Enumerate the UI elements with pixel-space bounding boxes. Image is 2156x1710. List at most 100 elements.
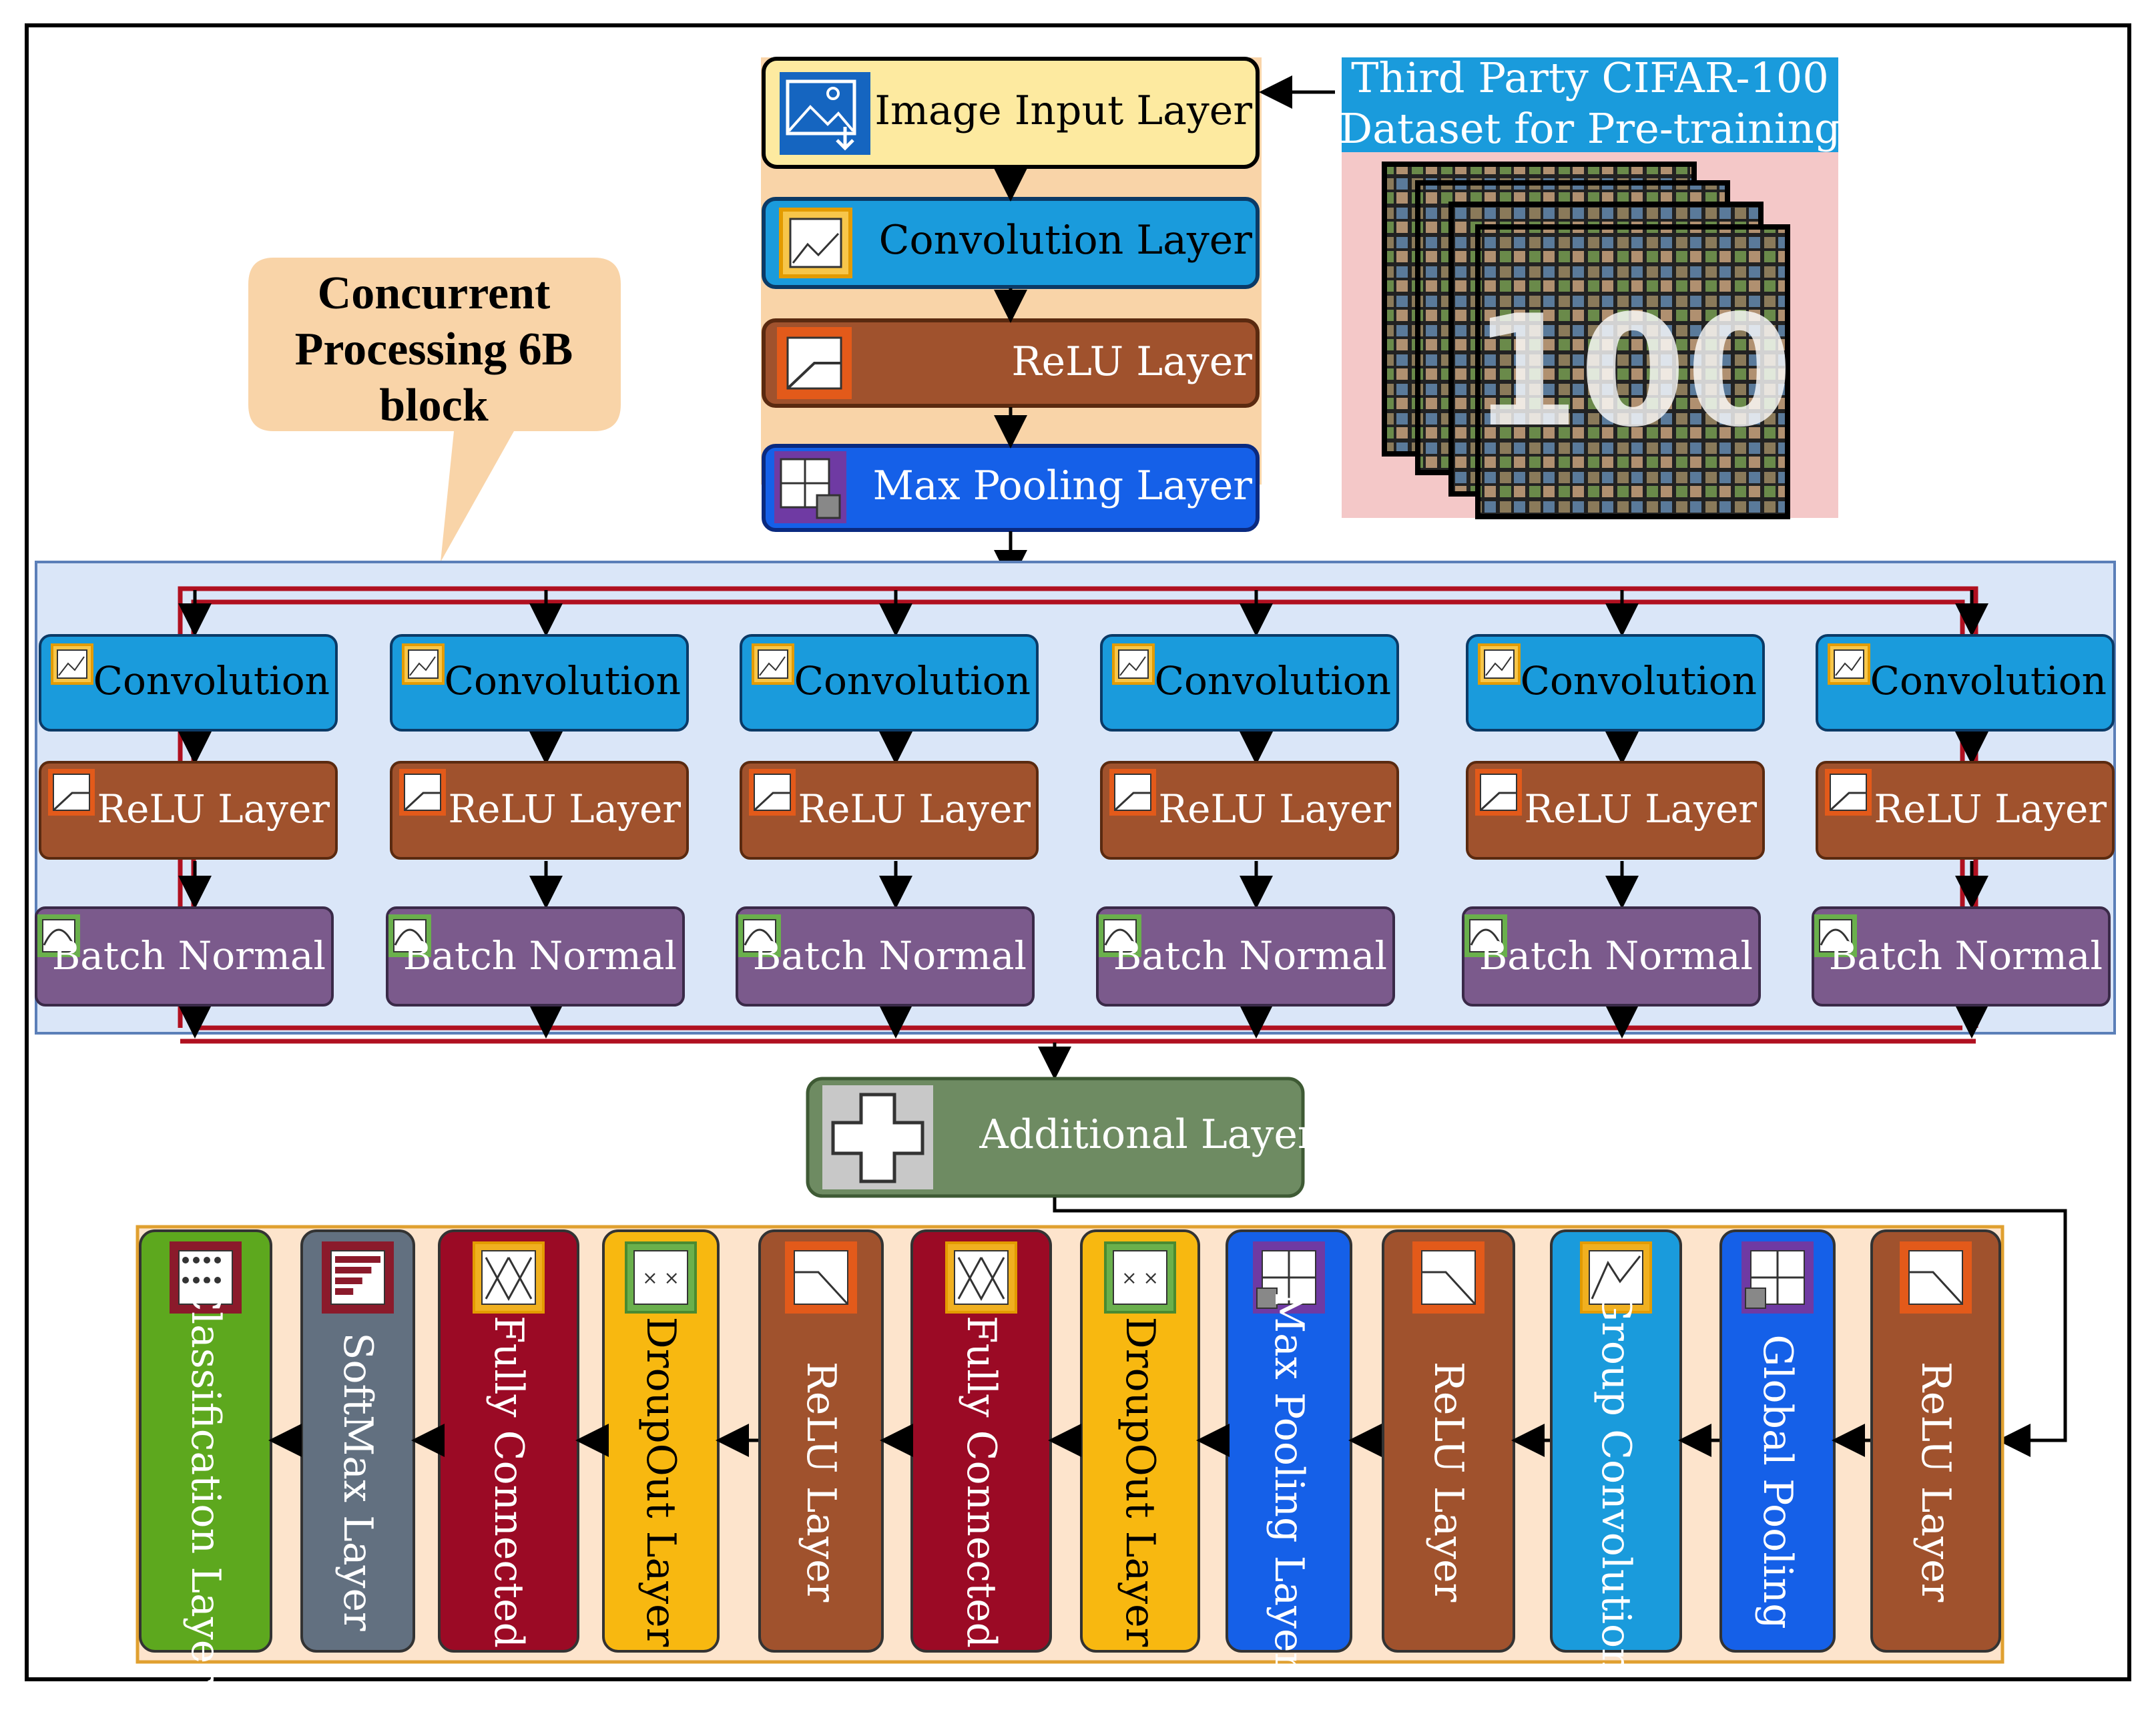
branch-convolution-label: Convolution [1155,658,1391,703]
relu-icon [1825,769,1872,816]
branch-batch-normal-label: Batch Normal [753,933,1027,978]
relu-icon [1475,769,1522,816]
batch-norm-icon [388,914,431,957]
image-input-layer: Image Input Layer [762,57,1260,169]
branch-convolution: Convolution [1100,634,1399,732]
branch-convolution-label: Convolution [1521,658,1757,703]
max-pooling-label: Max Pooling Layer [872,463,1252,509]
branch-batch-normal: Batch Normal [1462,906,1761,1007]
top-stack: Image Input Layer Convolution Layer ReLU… [762,57,1260,532]
image-input-icon [780,72,870,155]
convolution-icon [51,643,93,685]
bottom-layer-label: Classification Layer [182,1281,229,1683]
bottom-layer-10: Group Convolution [1550,1229,1682,1674]
relu-icon [399,769,446,816]
softmax-icon [322,1241,394,1314]
svg-text:× ×: × × [1121,1267,1159,1289]
bottom-layer-11: Global Pooling [1719,1229,1836,1653]
bottom-layer-label: ReLU Layer [1425,1362,1472,1603]
branch-convolution: Convolution [39,634,338,732]
bottom-row: Classification Layer SoftMax Layer Fully C… [139,1229,2001,1683]
branch-relu: ReLU Layer [1816,761,2115,860]
relu-layer: ReLU Layer [762,318,1260,408]
branch-relu-label: ReLU Layer [448,786,681,832]
bottom-layer-9: ReLU Layer [1382,1229,1515,1653]
bottom-layer-label: Max Pooling Layer [1266,1292,1312,1672]
additional-layer: Additional Layer [806,1077,1317,1198]
dataset-watermark: 100 [1472,283,1793,461]
convolution-icon [1478,643,1521,685]
batch-norm-icon [1464,914,1507,957]
batch-norm-icon [738,914,781,957]
svg-text:× ×: × × [642,1267,680,1289]
relu-icon [1412,1241,1485,1314]
relu-icon [785,1241,857,1314]
bottom-layer-label: ReLU Layer [798,1362,844,1603]
branch-relu-label: ReLU Layer [798,786,1031,832]
branch-convolution: Convolution [740,634,1039,732]
parallel-block [35,561,2116,1035]
max-pooling-icon [1253,1241,1325,1314]
branch-convolution: Convolution [1816,634,2115,732]
classification-icon [170,1241,242,1314]
bottom-layer-6: Fully Connected [910,1229,1052,1653]
additional-layer-label: Additional Layer [979,1111,1316,1158]
bottom-layer-label: Group Convolution [1593,1290,1639,1673]
convolution-icon [1828,643,1870,685]
branch-convolution: Convolution [390,634,689,732]
branch-relu: ReLU Layer [390,761,689,860]
bottom-layer-label: SoftMax Layer [334,1332,381,1631]
branch-relu: ReLU Layer [740,761,1039,860]
bottom-layer-8: Max Pooling Layer [1226,1229,1352,1672]
dataset-title-line1: Third Party CIFAR-100 [1351,53,1829,102]
batch-norm-icon [1814,914,1857,957]
convolution-icon [752,643,794,685]
bottom-layer-label: Fully Connected [485,1316,532,1648]
bottom-layer-4: × × DroupOut Layer [602,1229,720,1653]
callout-line3: block [379,380,488,431]
branch-batch-normal: Batch Normal [1096,906,1395,1007]
bottom-layer-label: Fully Connected [958,1316,1005,1648]
callout-line1: Concurrent [318,268,551,319]
bottom-layer-label: DroupOut Layer [637,1317,684,1647]
branch-convolution-label: Convolution [93,658,330,703]
convolution-layer: Convolution Layer [762,197,1260,289]
branch-relu-label: ReLU Layer [97,786,330,832]
max-pooling-layer: Max Pooling Layer [762,444,1260,532]
branch-convolution-label: Convolution [445,658,681,703]
bottom-layer-1: Classification Layer [139,1229,272,1683]
branch-relu: ReLU Layer [39,761,338,860]
branch-convolution: Convolution [1466,634,1765,732]
fully-connected-icon [945,1241,1017,1314]
branch-batch-normal-label: Batch Normal [1829,933,2103,978]
bottom-layer-3: Fully Connected [438,1229,579,1653]
dataset-panel: Third Party CIFAR-100 Dataset for Pre-tr… [1339,53,1841,519]
branch-batch-normal: Batch Normal [736,906,1035,1007]
branch-relu: ReLU Layer [1100,761,1399,860]
bottom-layer-2: SoftMax Layer [300,1229,415,1653]
branch-relu-label: ReLU Layer [1874,786,2107,832]
additional-to-bottom-connector [1053,1197,2067,1457]
dropout-icon: × × [1104,1241,1176,1314]
callout-bubble: Concurrent Processing 6B block [248,258,621,562]
image-input-label: Image Input Layer [874,87,1252,134]
branch-batch-normal-label: Batch Normal [1113,933,1387,978]
branch-batch-normal: Batch Normal [1812,906,2111,1007]
branch-batch-normal: Batch Normal [35,906,334,1007]
convolution-icon [402,643,445,685]
relu-icon [48,769,95,816]
relu-icon [1109,769,1156,816]
relu-icon [749,769,796,816]
fully-connected-icon [473,1241,545,1314]
bottom-layer-7: × ×DroupOut Layer [1080,1229,1200,1653]
dataset-image-stack [1382,162,1790,519]
dataset-title-line2: Dataset for Pre-training [1339,104,1840,153]
